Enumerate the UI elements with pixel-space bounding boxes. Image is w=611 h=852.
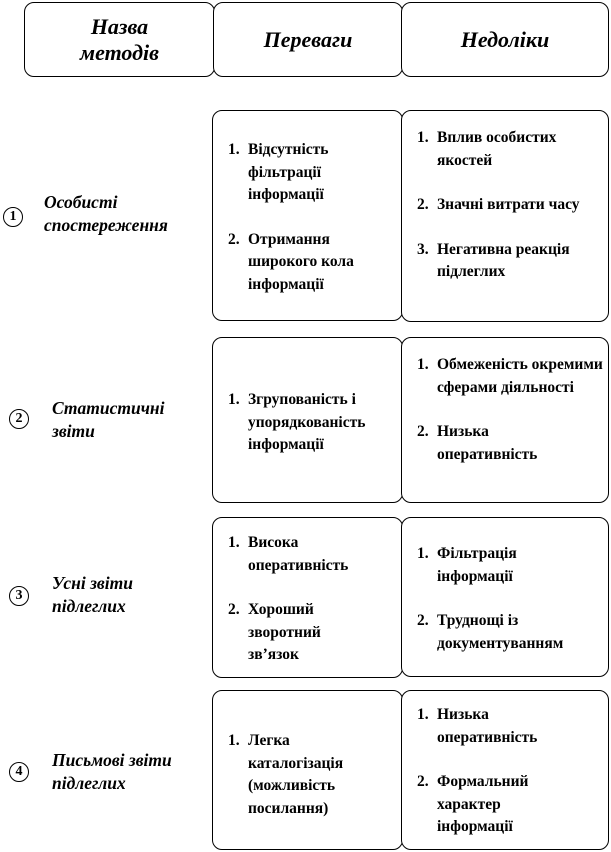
list-item: 1. Обмеженість окремими сферами діяльнос… (417, 354, 611, 399)
disadvantages-cell: 1. Фільтрація інформації 2. Труднощі із … (401, 517, 609, 677)
item-text: Низька оперативність (437, 423, 538, 463)
method-number: 2 (15, 411, 23, 426)
list-item: 1. Фільтрація інформації (417, 543, 567, 588)
disadvantages-cell: 1. Низька оперативність 2. Формальний ха… (401, 690, 609, 850)
item-text: Відсутність фільтрації інформації (248, 141, 329, 203)
item-text: Негативна реакція підлеглих (437, 240, 570, 281)
method-number-badge: 2 (9, 409, 29, 429)
disadvantages-cell: 1. Вплив особистих якостей 2. Значні вит… (401, 110, 609, 322)
advantages-cell: 1. Відсутність фільтрації інформації 2. … (212, 110, 403, 321)
header-method-name: Назва методів (24, 2, 215, 77)
item-number: 2. (417, 196, 429, 213)
item-number: 1. (417, 356, 429, 373)
item-number: 1. (417, 706, 429, 723)
list-item: 2. Труднощі із документуванням (417, 610, 607, 655)
method-name-text: Особисті спостереження (44, 192, 168, 235)
advantages-cell: 1. Легка каталогізація (можливість посил… (212, 690, 403, 850)
item-number: 3. (417, 240, 429, 258)
item-number: 2. (417, 773, 429, 790)
item-text: Обмеженість окремими сферами діяльності (437, 356, 603, 396)
list-item: 2. Хороший зворотний зв’язок (228, 599, 358, 667)
item-number: 1. (228, 732, 240, 749)
list-item: 1. Низька оперативність (417, 704, 587, 749)
list-item: 1. Легка каталогізація (можливість посил… (228, 730, 378, 820)
method-number-badge: 1 (3, 207, 23, 227)
advantages-cell: 1. Згрупованість і упорядкованість інфор… (212, 337, 403, 503)
list-item: 2. Значні витрати часу (417, 194, 587, 217)
item-text: Формальний характер інформації (437, 773, 529, 835)
list-item: 1. Висока оперативність (228, 532, 398, 577)
method-number-badge: 4 (9, 762, 29, 782)
method-number: 3 (15, 588, 23, 603)
item-text: Хороший зворотний зв’язок (248, 601, 321, 663)
item-text: Згрупованість і упорядкованість інформац… (248, 391, 366, 453)
header-disadvantages-text: Недоліки (460, 26, 550, 52)
item-text: Отримання широкого кола інформації (248, 230, 354, 293)
method-name-text: Статистичні звіти (52, 398, 165, 441)
item-text: Вплив особистих якостей (437, 129, 557, 169)
method-name-text: Письмові звіти підлеглих (52, 750, 172, 793)
item-text: Легка каталогізація (можливість посиланн… (248, 732, 344, 817)
header-method-name-text: Назва методів (80, 13, 159, 65)
item-text: Низька оперативність (437, 706, 538, 746)
item-number: 2. (417, 423, 429, 440)
method-name: Усні звіти підлеглих (52, 572, 192, 618)
method-number: 1 (9, 209, 17, 224)
item-number: 1. (417, 129, 429, 146)
item-number: 2. (228, 230, 240, 248)
item-number: 1. (228, 391, 240, 408)
method-number: 4 (15, 764, 23, 779)
method-name: Письмові звіти підлеглих (52, 749, 212, 795)
method-name-text: Усні звіти підлеглих (52, 573, 133, 616)
item-text: Фільтрація інформації (437, 545, 517, 585)
list-item: 2. Формальний характер інформації (417, 771, 547, 839)
item-number: 2. (228, 601, 240, 618)
item-text: Висока оперативність (248, 534, 349, 574)
advantages-cell: 1. Висока оперативність 2. Хороший зворо… (212, 517, 403, 678)
item-number: 1. (228, 141, 240, 158)
list-item: 2. Отримання широкого кола інформації (228, 229, 388, 297)
header-disadvantages: Недоліки (401, 2, 609, 77)
method-name: Статистичні звіти (52, 397, 202, 443)
item-number: 1. (228, 534, 240, 551)
item-text: Значні витрати часу (437, 196, 580, 213)
list-item: 1. Згрупованість і упорядкованість інфор… (228, 389, 408, 457)
disadvantages-cell: 1. Обмеженість окремими сферами діяльнос… (401, 337, 609, 503)
method-number-badge: 3 (9, 586, 29, 606)
item-number: 1. (417, 545, 429, 562)
list-item: 2. Низька оперативність (417, 421, 587, 466)
list-item: 1. Відсутність фільтрації інформації (228, 139, 368, 207)
item-text: Труднощі із документуванням (437, 612, 564, 652)
header-advantages-text: Переваги (263, 26, 353, 52)
list-item: 3. Негативна реакція підлеглих (417, 239, 611, 284)
list-item: 1. Вплив особистих якостей (417, 127, 587, 172)
header-advantages: Переваги (213, 2, 403, 77)
method-name: Особисті спостереження (44, 191, 204, 237)
item-number: 2. (417, 612, 429, 629)
